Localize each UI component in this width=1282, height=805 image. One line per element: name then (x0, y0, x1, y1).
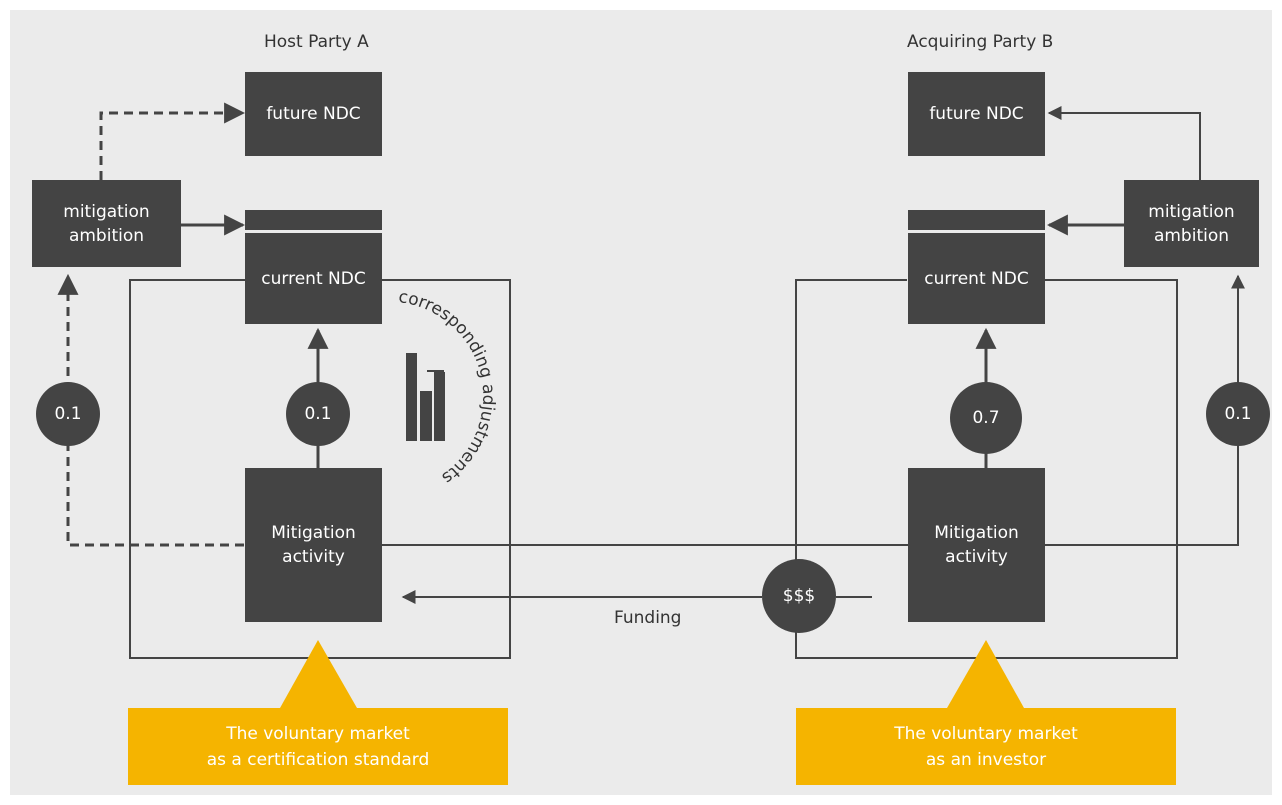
party-b-callout: The voluntary market as an investor (796, 708, 1176, 785)
party-a-transfer-badge: 0.1 (286, 382, 350, 446)
ndc-header-strip (245, 210, 382, 233)
party-b-ambition-to-future-arrow (1047, 106, 1201, 180)
party-a-mitigation-ambition: mitigation ambition (32, 180, 181, 267)
party-b-current-ndc: current NDC (908, 210, 1045, 324)
connector-layer: corresponding adjustments (57, 102, 1245, 708)
party-b-future-ndc: future NDC (908, 72, 1045, 156)
bar-chart-icon (406, 353, 445, 441)
party-b-ambition-loop (1045, 274, 1245, 546)
party-a-callout: The voluntary market as a certification … (128, 708, 508, 785)
party-a-current-ndc-label: current NDC (261, 268, 366, 289)
funding-badge: $$$ (762, 559, 836, 633)
party-b-ambition-badge: 0.1 (1206, 382, 1270, 446)
party-b-title: Acquiring Party B (907, 32, 1054, 52)
party-a-ambition-to-future-arrow (99, 102, 246, 180)
funding-label: Funding (614, 608, 682, 628)
party-a-future-ndc: future NDC (245, 72, 382, 156)
party-b-mitigation-activity: Mitigation activity (908, 468, 1045, 622)
ndc-header-strip (908, 210, 1045, 233)
party-a-callout-pointer (280, 640, 357, 708)
party-a-mitigation-activity: Mitigation activity (245, 468, 382, 622)
party-b-current-ndc-label: current NDC (924, 268, 1029, 289)
party-b-callout-pointer (947, 640, 1024, 708)
party-a-ambition-badge: 0.1 (36, 382, 100, 446)
party-a-current-ndc: current NDC (245, 210, 382, 324)
party-b-mitigation-ambition: mitigation ambition (1124, 180, 1259, 267)
party-b-transfer-badge: 0.7 (950, 382, 1022, 454)
diagram-canvas: corresponding adjustments Host Party A f… (10, 10, 1272, 795)
party-a-title: Host Party A (264, 32, 369, 52)
